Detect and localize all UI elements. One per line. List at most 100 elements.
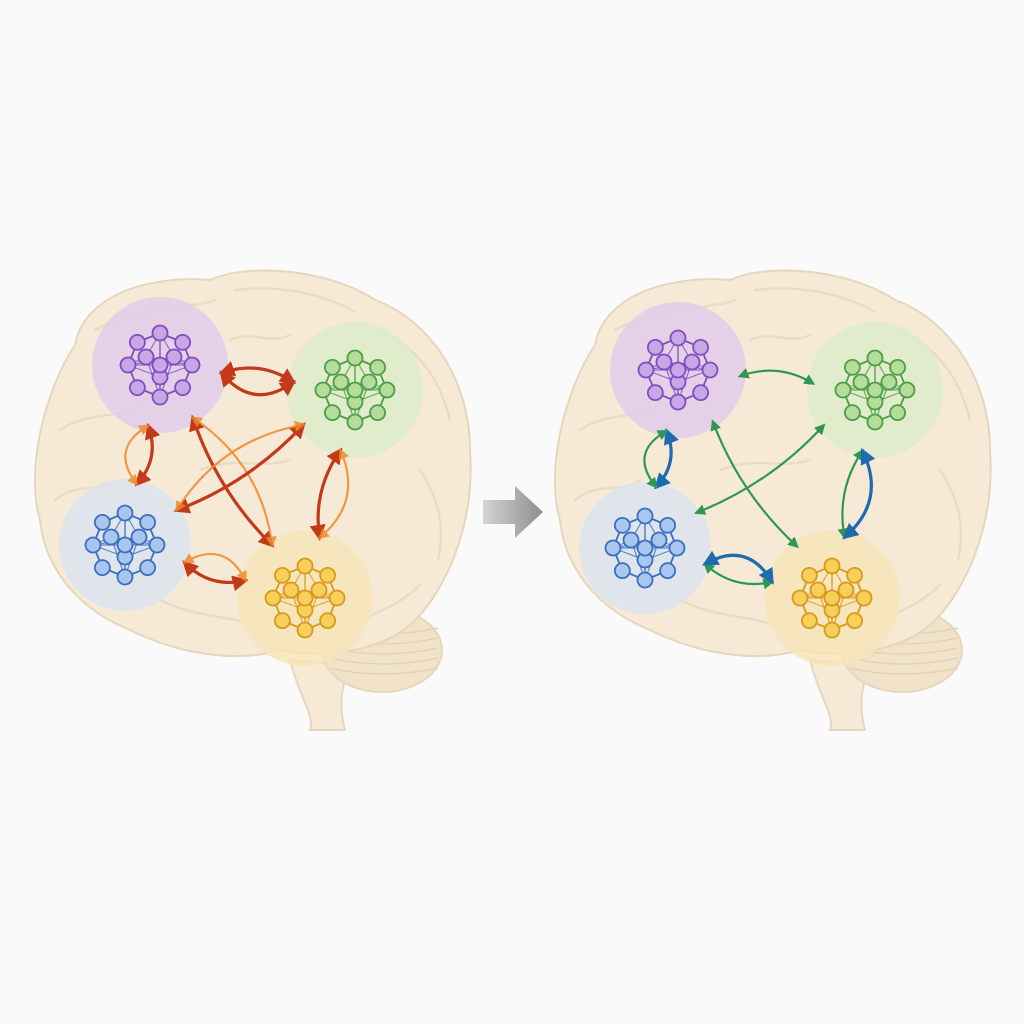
- network-node: [800, 612, 818, 630]
- network-node: [282, 581, 300, 599]
- network-node: [837, 581, 855, 599]
- network-node: [683, 353, 701, 371]
- module-network-blue: [84, 504, 166, 586]
- network-node: [866, 413, 884, 431]
- network-node: [701, 361, 719, 379]
- module-network-purple: [637, 329, 719, 411]
- brain-panel-before: [33, 269, 472, 731]
- network-node: [346, 381, 364, 399]
- network-node: [119, 356, 137, 374]
- network-node: [889, 358, 907, 376]
- connection-purple-green: [737, 368, 816, 385]
- network-node: [646, 338, 664, 356]
- transition-arrow-icon: [483, 486, 543, 538]
- network-node: [273, 566, 291, 584]
- network-node: [84, 536, 102, 554]
- module-network-yellow: [264, 557, 346, 639]
- network-node: [889, 404, 907, 422]
- brain-panel-after: [553, 269, 992, 731]
- network-node: [668, 539, 686, 557]
- network-node: [128, 333, 146, 351]
- network-node: [137, 348, 155, 366]
- network-node: [296, 589, 314, 607]
- network-node: [310, 581, 328, 599]
- network-node: [637, 361, 655, 379]
- connection-green-blue: [694, 423, 826, 515]
- network-node: [116, 568, 134, 586]
- network-node: [898, 381, 916, 399]
- network-node: [622, 531, 640, 549]
- connection-blue-purple: [124, 424, 151, 486]
- network-node: [866, 349, 884, 367]
- network-node: [834, 381, 852, 399]
- network-node: [846, 566, 864, 584]
- module-networks: [84, 324, 396, 639]
- inter-module-connections: [643, 368, 876, 590]
- network-node: [378, 381, 396, 399]
- network-node: [823, 557, 841, 575]
- network-node: [360, 373, 378, 391]
- network-node: [604, 539, 622, 557]
- network-node: [346, 349, 364, 367]
- network-node: [264, 589, 282, 607]
- network-node: [880, 373, 898, 391]
- network-node: [852, 373, 870, 391]
- network-node: [323, 404, 341, 422]
- network-node: [93, 513, 111, 531]
- network-node: [151, 356, 169, 374]
- module-network-blue: [604, 507, 686, 589]
- network-node: [823, 621, 841, 639]
- network-node: [809, 581, 827, 599]
- network-node: [328, 589, 346, 607]
- connection-blue-yellow: [702, 550, 774, 585]
- network-node: [369, 358, 387, 376]
- network-node: [692, 384, 710, 402]
- network-node: [151, 388, 169, 406]
- network-node: [823, 589, 841, 607]
- inter-module-connections: [124, 361, 350, 592]
- network-node: [636, 539, 654, 557]
- network-node: [843, 404, 861, 422]
- connection-purple-blue: [643, 429, 669, 489]
- network-node: [139, 559, 157, 577]
- network-node: [296, 621, 314, 639]
- module-network-purple: [119, 324, 201, 406]
- module-network-yellow: [791, 557, 873, 639]
- network-node: [346, 413, 364, 431]
- network-node: [800, 566, 818, 584]
- network-node: [669, 361, 687, 379]
- network-node: [319, 566, 337, 584]
- connection-green-yellow: [842, 447, 876, 540]
- network-node: [139, 513, 157, 531]
- connection-purple-green: [219, 370, 297, 397]
- network-node: [646, 384, 664, 402]
- network-node: [369, 404, 387, 422]
- module-network-green: [834, 349, 916, 431]
- network-node: [669, 329, 687, 347]
- network-node: [613, 562, 631, 580]
- network-node: [130, 528, 148, 546]
- network-node: [116, 536, 134, 554]
- network-node: [655, 353, 673, 371]
- network-node: [866, 381, 884, 399]
- network-node: [116, 504, 134, 522]
- network-node: [613, 516, 631, 534]
- network-node: [659, 516, 677, 534]
- network-node: [659, 562, 677, 580]
- network-node: [174, 379, 192, 397]
- module-network-green: [314, 349, 396, 431]
- connection-green-blue: [175, 420, 306, 513]
- network-node: [855, 589, 873, 607]
- network-node: [128, 379, 146, 397]
- network-node: [846, 612, 864, 630]
- connection-blue-yellow: [182, 552, 247, 583]
- network-node: [332, 373, 350, 391]
- network-node: [314, 381, 332, 399]
- network-node: [323, 358, 341, 376]
- network-node: [165, 348, 183, 366]
- network-node: [636, 571, 654, 589]
- network-node: [183, 356, 201, 374]
- connection-green-yellow: [317, 448, 350, 540]
- network-node: [148, 536, 166, 554]
